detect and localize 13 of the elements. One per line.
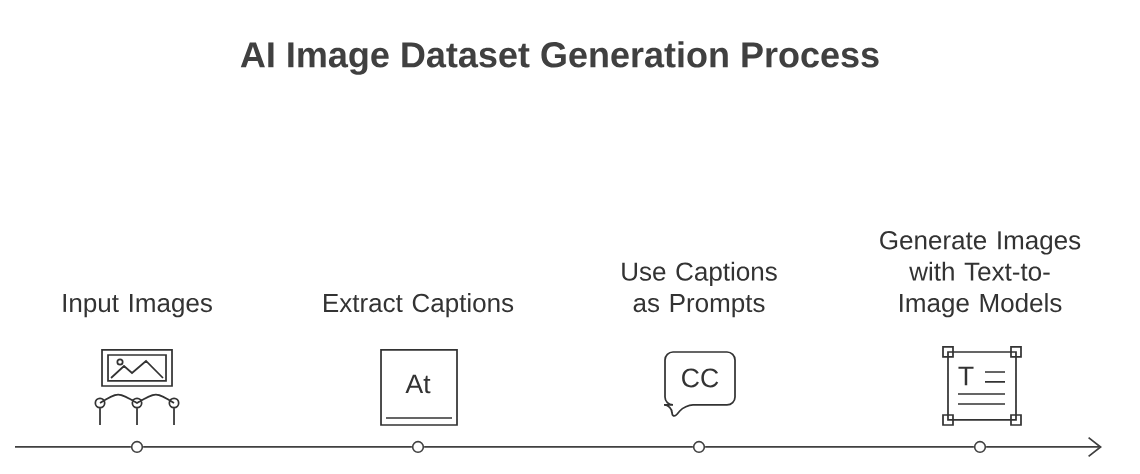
icon-letters: CC [682, 368, 719, 388]
icon-letters: T [958, 366, 974, 386]
step-label: Extract Captions [324, 293, 514, 318]
title: AI Image Dataset Generation Process [240, 41, 879, 75]
timeline-line [704, 446, 975, 448]
timeline-line [423, 446, 694, 448]
timeline-line [142, 446, 413, 448]
step-label: Use Captions as Prompts [622, 261, 777, 318]
icon-letters: At [405, 374, 431, 394]
step-label: Input Images [63, 294, 212, 318]
timeline-line [14, 446, 132, 448]
step-label: Generate Images with Text-to-Image Models [880, 231, 1081, 318]
timeline-line [985, 436, 1102, 458]
